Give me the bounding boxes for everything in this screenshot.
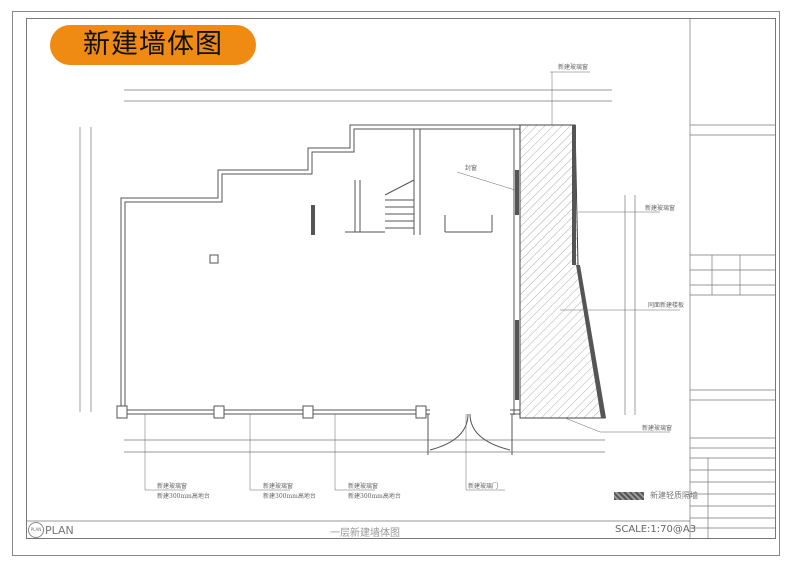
label-platform-2: 新建300mm高地台	[263, 492, 316, 500]
label-bottom-right-window: 新建玻璃窗	[642, 424, 672, 432]
walls	[116, 124, 520, 455]
label-seal-window: 封窗	[465, 164, 477, 172]
label-floor-slab: 同面新建楼板	[648, 301, 684, 309]
label-platform-3: 新建300mm高地台	[348, 492, 401, 500]
plan-label: PLAN	[45, 524, 74, 537]
label-door: 新建玻璃门	[468, 482, 498, 490]
label-platform-1: 新建300mm高地台	[157, 492, 210, 500]
inner-frame	[26, 18, 776, 539]
heading-badge: 新建墙体图	[50, 25, 256, 65]
legend-swatch	[614, 491, 644, 500]
plan-logo: PLAN	[28, 522, 44, 538]
new-slab-hatch	[519, 124, 606, 419]
outer-border	[12, 11, 780, 556]
drawing-title: 一层新建墙体图	[330, 528, 400, 539]
label-top-window: 新建玻璃窗	[558, 63, 588, 71]
partition-walls	[311, 125, 606, 418]
legend: 新建轻质隔墙	[614, 490, 698, 501]
leader-lines	[144, 71, 680, 491]
legend-label: 新建轻质隔墙	[650, 491, 698, 500]
label-window-3: 新建玻璃窗	[348, 482, 378, 490]
label-window-2: 新建玻璃窗	[263, 482, 293, 490]
label-right-window: 新建玻璃窗	[645, 204, 675, 212]
scale-label: SCALE:1:70@A3	[615, 524, 697, 535]
label-window-1: 新建玻璃窗	[157, 482, 187, 490]
